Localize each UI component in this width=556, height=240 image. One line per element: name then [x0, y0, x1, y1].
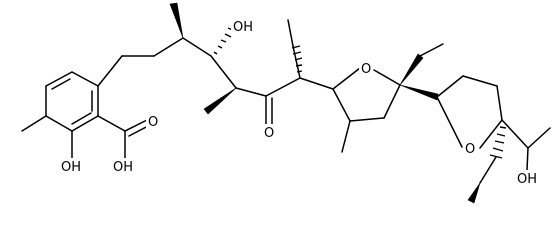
ethyl-wedge-1 [399, 53, 424, 86]
label-secondary-oh: OH [233, 20, 253, 35]
tetrahydrofuran-ring-2 [436, 75, 503, 149]
chemical-structure-diagram: OH OH O OH O O O OH [21, 2, 551, 204]
aryl-methyl-bond [21, 115, 47, 132]
label-acid-oh: OH [113, 160, 133, 175]
tetrahydrofuran-ring-1 [332, 67, 401, 153]
label-ring2-o: O [465, 142, 475, 157]
label-ketone-o: O [264, 126, 274, 141]
structure-canvas: OH OH O OH O O O OH [21, 2, 551, 204]
methyl-wedge-1 [169, 2, 184, 39]
ethyl-hash-bond [291, 45, 303, 73]
alkyl-chain [97, 19, 334, 97]
carboxylic-acid-group [97, 115, 151, 159]
hydroxyethyl-arm [501, 119, 551, 171]
label-ring1-o: O [361, 62, 371, 77]
label-acid-o: O [148, 115, 158, 130]
ethyl-wedge-2 [467, 182, 481, 204]
benzene-ring [45, 71, 99, 132]
ketone-group [265, 95, 273, 125]
ethyl-bond-1 [419, 43, 444, 57]
label-phenol-oh: OH [61, 160, 81, 175]
ethyl-bond-2 [479, 156, 497, 184]
methyl-wedge-2 [203, 87, 237, 115]
ring-link-wedge [399, 84, 439, 101]
atom-labels: OH OH O OH O O O OH [59, 18, 545, 187]
label-terminal-oh: OH [517, 172, 537, 187]
